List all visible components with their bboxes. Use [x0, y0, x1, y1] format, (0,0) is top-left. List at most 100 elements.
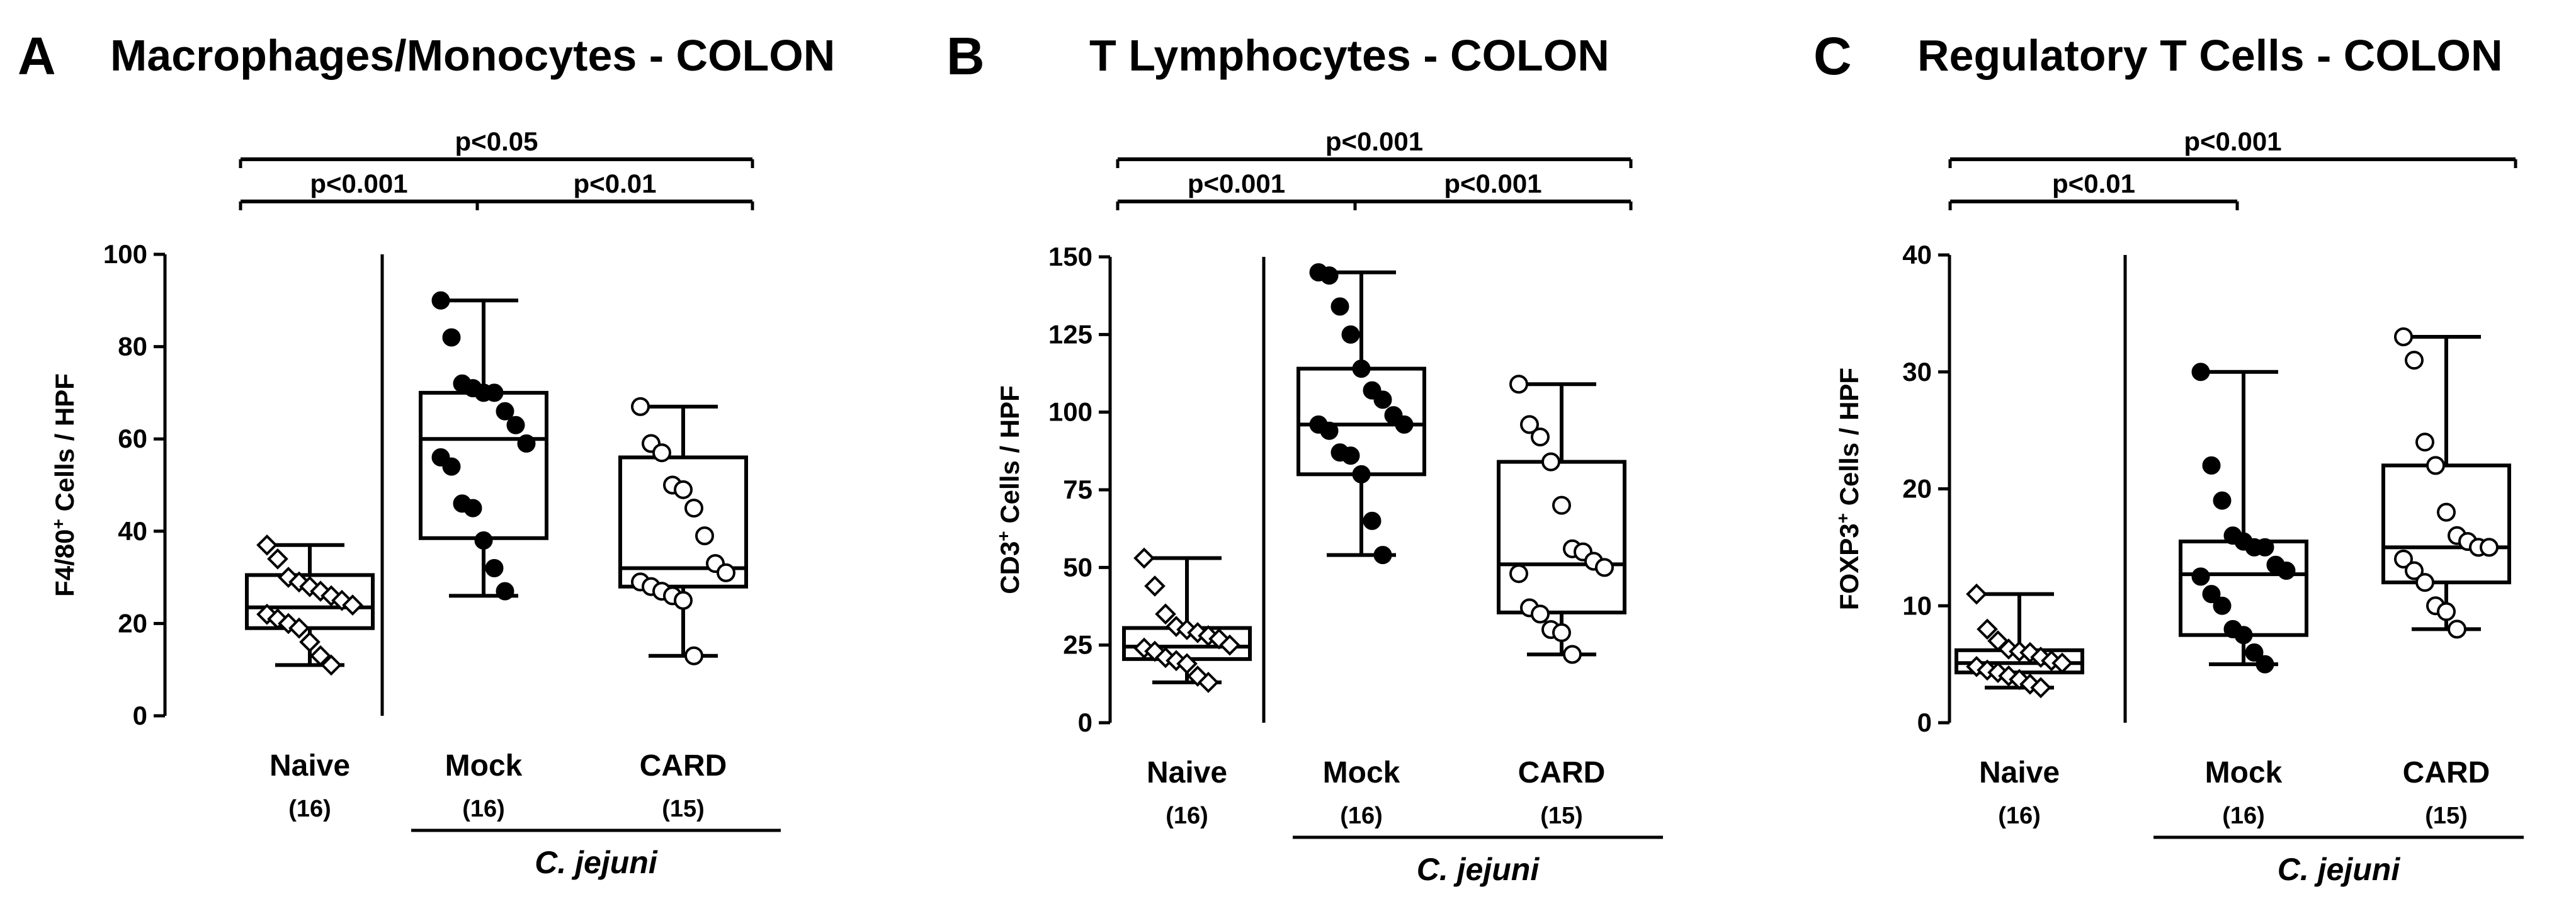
- sample-size-label: (16): [1166, 803, 1208, 829]
- data-point: [2213, 596, 2232, 615]
- data-point: [2415, 433, 2434, 452]
- y-tick-label: 50: [1063, 552, 1092, 582]
- data-point: [2030, 677, 2051, 699]
- category-card: [2381, 327, 2511, 639]
- data-point: [1133, 547, 1155, 569]
- data-point: [2202, 585, 2221, 604]
- data-point: [342, 594, 363, 616]
- panel-title: Regulatory T Cells - COLON: [1917, 31, 2503, 80]
- group-label: C. jejuni: [1417, 852, 1540, 887]
- data-point: [2480, 538, 2499, 557]
- data-point: [442, 457, 461, 476]
- data-point: [321, 654, 342, 676]
- y-tick-label: 150: [1048, 242, 1092, 271]
- data-point: [2051, 652, 2073, 674]
- panel-letter: A: [18, 26, 56, 86]
- data-point: [517, 434, 536, 453]
- data-point: [1520, 415, 1539, 434]
- sample-size-label: (16): [1998, 803, 2041, 829]
- p-value-label: p<0.001: [2184, 127, 2281, 156]
- data-point: [1352, 359, 1371, 378]
- significance-bracket: p<0.05: [239, 127, 754, 168]
- box: [618, 455, 748, 589]
- data-point: [496, 402, 514, 421]
- data-point: [2234, 626, 2253, 645]
- data-point: [463, 499, 482, 517]
- p-value-label: p<0.05: [455, 127, 538, 156]
- panel-title: T Lymphocytes - COLON: [1089, 31, 1609, 80]
- data-point: [1208, 628, 1230, 650]
- panel-letter: C: [1813, 26, 1852, 86]
- y-tick-label: 100: [1048, 397, 1092, 427]
- data-point: [1331, 297, 1349, 316]
- category-mock: [1297, 263, 1426, 565]
- y-tick-label: 0: [1917, 708, 1932, 737]
- y-tick-label: 25: [1063, 630, 1092, 660]
- data-point: [1155, 603, 1176, 625]
- data-point: [2415, 573, 2434, 592]
- data-point: [485, 558, 504, 577]
- data-point: [1320, 421, 1339, 440]
- data-point: [1595, 558, 1614, 577]
- sample-size-label: (16): [462, 796, 505, 822]
- data-point: [1509, 564, 1528, 584]
- box: [2381, 463, 2511, 585]
- y-axis-label: F4/80+ Cells / HPF: [48, 373, 80, 597]
- significance-bracket: p<0.001: [1116, 127, 1633, 168]
- y-axis-label: CD3+ Cells / HPF: [994, 385, 1025, 594]
- data-point: [1531, 427, 1550, 447]
- y-tick-label: 40: [118, 516, 147, 546]
- sample-size-label: (16): [288, 796, 331, 822]
- sample-size-label: (16): [1340, 803, 1383, 829]
- data-point: [1352, 465, 1371, 483]
- data-point: [1144, 575, 1166, 597]
- data-point: [2448, 619, 2466, 639]
- data-point: [684, 499, 703, 518]
- data-point: [310, 645, 331, 667]
- data-point: [1563, 645, 1582, 664]
- category-label: Mock: [1323, 756, 1400, 789]
- y-tick-label: 10: [1902, 591, 1932, 620]
- data-point: [631, 397, 650, 416]
- data-point: [2255, 655, 2274, 674]
- data-point: [2245, 643, 2264, 662]
- data-point: [288, 617, 310, 639]
- y-tick-label: 40: [1902, 240, 1932, 269]
- significance-bracket: p<0.001: [1116, 169, 1357, 210]
- data-point: [1977, 618, 1998, 640]
- panel-title: Macrophages/Monocytes - COLON: [110, 31, 835, 80]
- data-point: [717, 563, 735, 582]
- sample-size-label: (16): [2222, 803, 2265, 829]
- significance-bracket: p<0.001: [239, 169, 479, 210]
- group-label: C. jejuni: [2278, 852, 2401, 887]
- data-point: [1320, 266, 1339, 285]
- significance-bracket: p<0.01: [475, 169, 754, 210]
- y-tick-label: 20: [1902, 474, 1932, 504]
- data-point: [2191, 567, 2210, 586]
- data-point: [1373, 546, 1392, 565]
- data-point: [431, 291, 450, 310]
- data-point: [1541, 452, 1560, 472]
- p-value-label: p<0.01: [574, 169, 657, 198]
- category-label: CARD: [2403, 756, 2490, 789]
- category-mock: [2179, 363, 2308, 674]
- significance-bracket: p<0.001: [1948, 127, 2517, 168]
- p-value-label: p<0.01: [2052, 169, 2135, 198]
- p-value-label: p<0.001: [1444, 169, 1541, 198]
- data-point: [485, 383, 504, 402]
- data-point: [474, 531, 493, 550]
- group-label: C. jejuni: [535, 845, 658, 880]
- data-point: [2426, 456, 2445, 475]
- data-point: [496, 582, 514, 601]
- data-point: [2255, 538, 2274, 557]
- box: [2179, 540, 2308, 637]
- data-point: [2394, 327, 2413, 347]
- data-point: [2202, 456, 2221, 475]
- y-tick-label: 60: [118, 424, 147, 453]
- y-tick-label: 125: [1048, 319, 1092, 349]
- data-point: [2191, 363, 2210, 382]
- category-label: CARD: [640, 749, 727, 783]
- data-point: [674, 591, 693, 610]
